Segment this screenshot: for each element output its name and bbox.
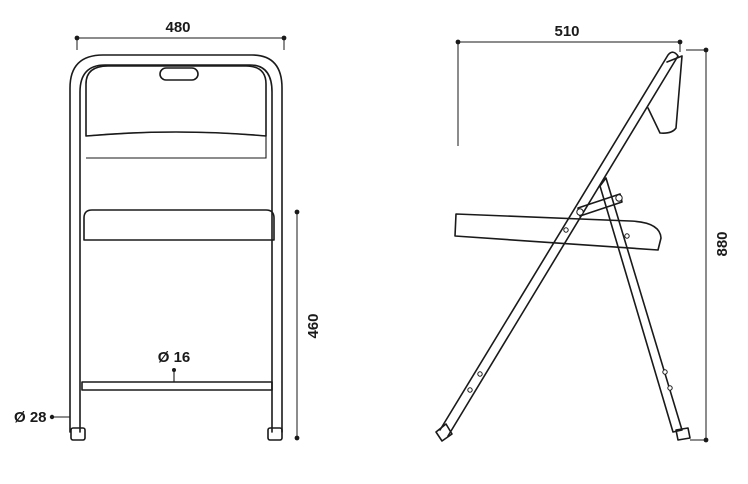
- front-foot-left: [70, 427, 86, 441]
- front-width-dot-left: [74, 35, 80, 41]
- front-view: [69, 54, 283, 441]
- seat-height-label: 460: [305, 313, 322, 338]
- front-width-label: 480: [165, 19, 190, 36]
- tube-diameter-pointer-dot: [49, 414, 55, 420]
- seat-height-dot-bottom: [294, 435, 300, 441]
- side-backrest: [647, 55, 683, 134]
- seat-height-dimension: 460: [294, 209, 322, 441]
- side-rivet-link-front: [576, 208, 584, 216]
- front-frame-inner: [79, 64, 273, 433]
- side-width-dimension: 510: [455, 23, 683, 146]
- front-seat: [83, 209, 275, 241]
- total-height-dot-top: [703, 47, 709, 53]
- side-rear-leg: [599, 177, 683, 433]
- front-backrest-lower: [85, 131, 267, 159]
- tube-diameter-dimension: Ø 28: [14, 409, 70, 426]
- total-height-dimension: 880: [686, 47, 731, 443]
- side-view: [435, 51, 691, 442]
- total-height-label: 880: [714, 231, 731, 256]
- side-hole-front-3: [467, 387, 473, 393]
- side-hole-rear-3: [667, 385, 673, 391]
- side-width-dot-left: [455, 39, 461, 45]
- side-seat: [454, 213, 662, 251]
- side-width-label: 510: [554, 23, 579, 40]
- side-foot-front: [435, 423, 453, 442]
- side-rivet-link-rear: [615, 194, 623, 202]
- seat-height-dot-top: [294, 209, 300, 215]
- side-width-dot-right: [677, 39, 683, 45]
- front-frame-outer: [69, 54, 283, 433]
- side-hole-rear-1: [624, 233, 630, 239]
- crossbar-diameter-dimension: Ø 16: [158, 349, 191, 366]
- crossbar-diameter-label: Ø 16: [158, 349, 191, 366]
- tube-diameter-label: Ø 28: [14, 409, 47, 426]
- side-hole-front-2: [477, 371, 483, 377]
- front-backrest: [85, 65, 267, 137]
- side-hole-rear-2: [662, 369, 668, 375]
- front-crossbar: [81, 381, 273, 391]
- side-front-leg: [439, 51, 679, 437]
- total-height-dot-bottom: [703, 437, 709, 443]
- side-hole-front-1: [563, 227, 569, 233]
- front-crossbar-pointer-dot: [172, 368, 176, 372]
- front-width-dimension: 480: [74, 19, 287, 50]
- front-foot-right: [267, 427, 283, 441]
- front-handle-slot: [159, 67, 199, 81]
- front-width-dot-right: [281, 35, 287, 41]
- side-foot-rear: [675, 427, 691, 441]
